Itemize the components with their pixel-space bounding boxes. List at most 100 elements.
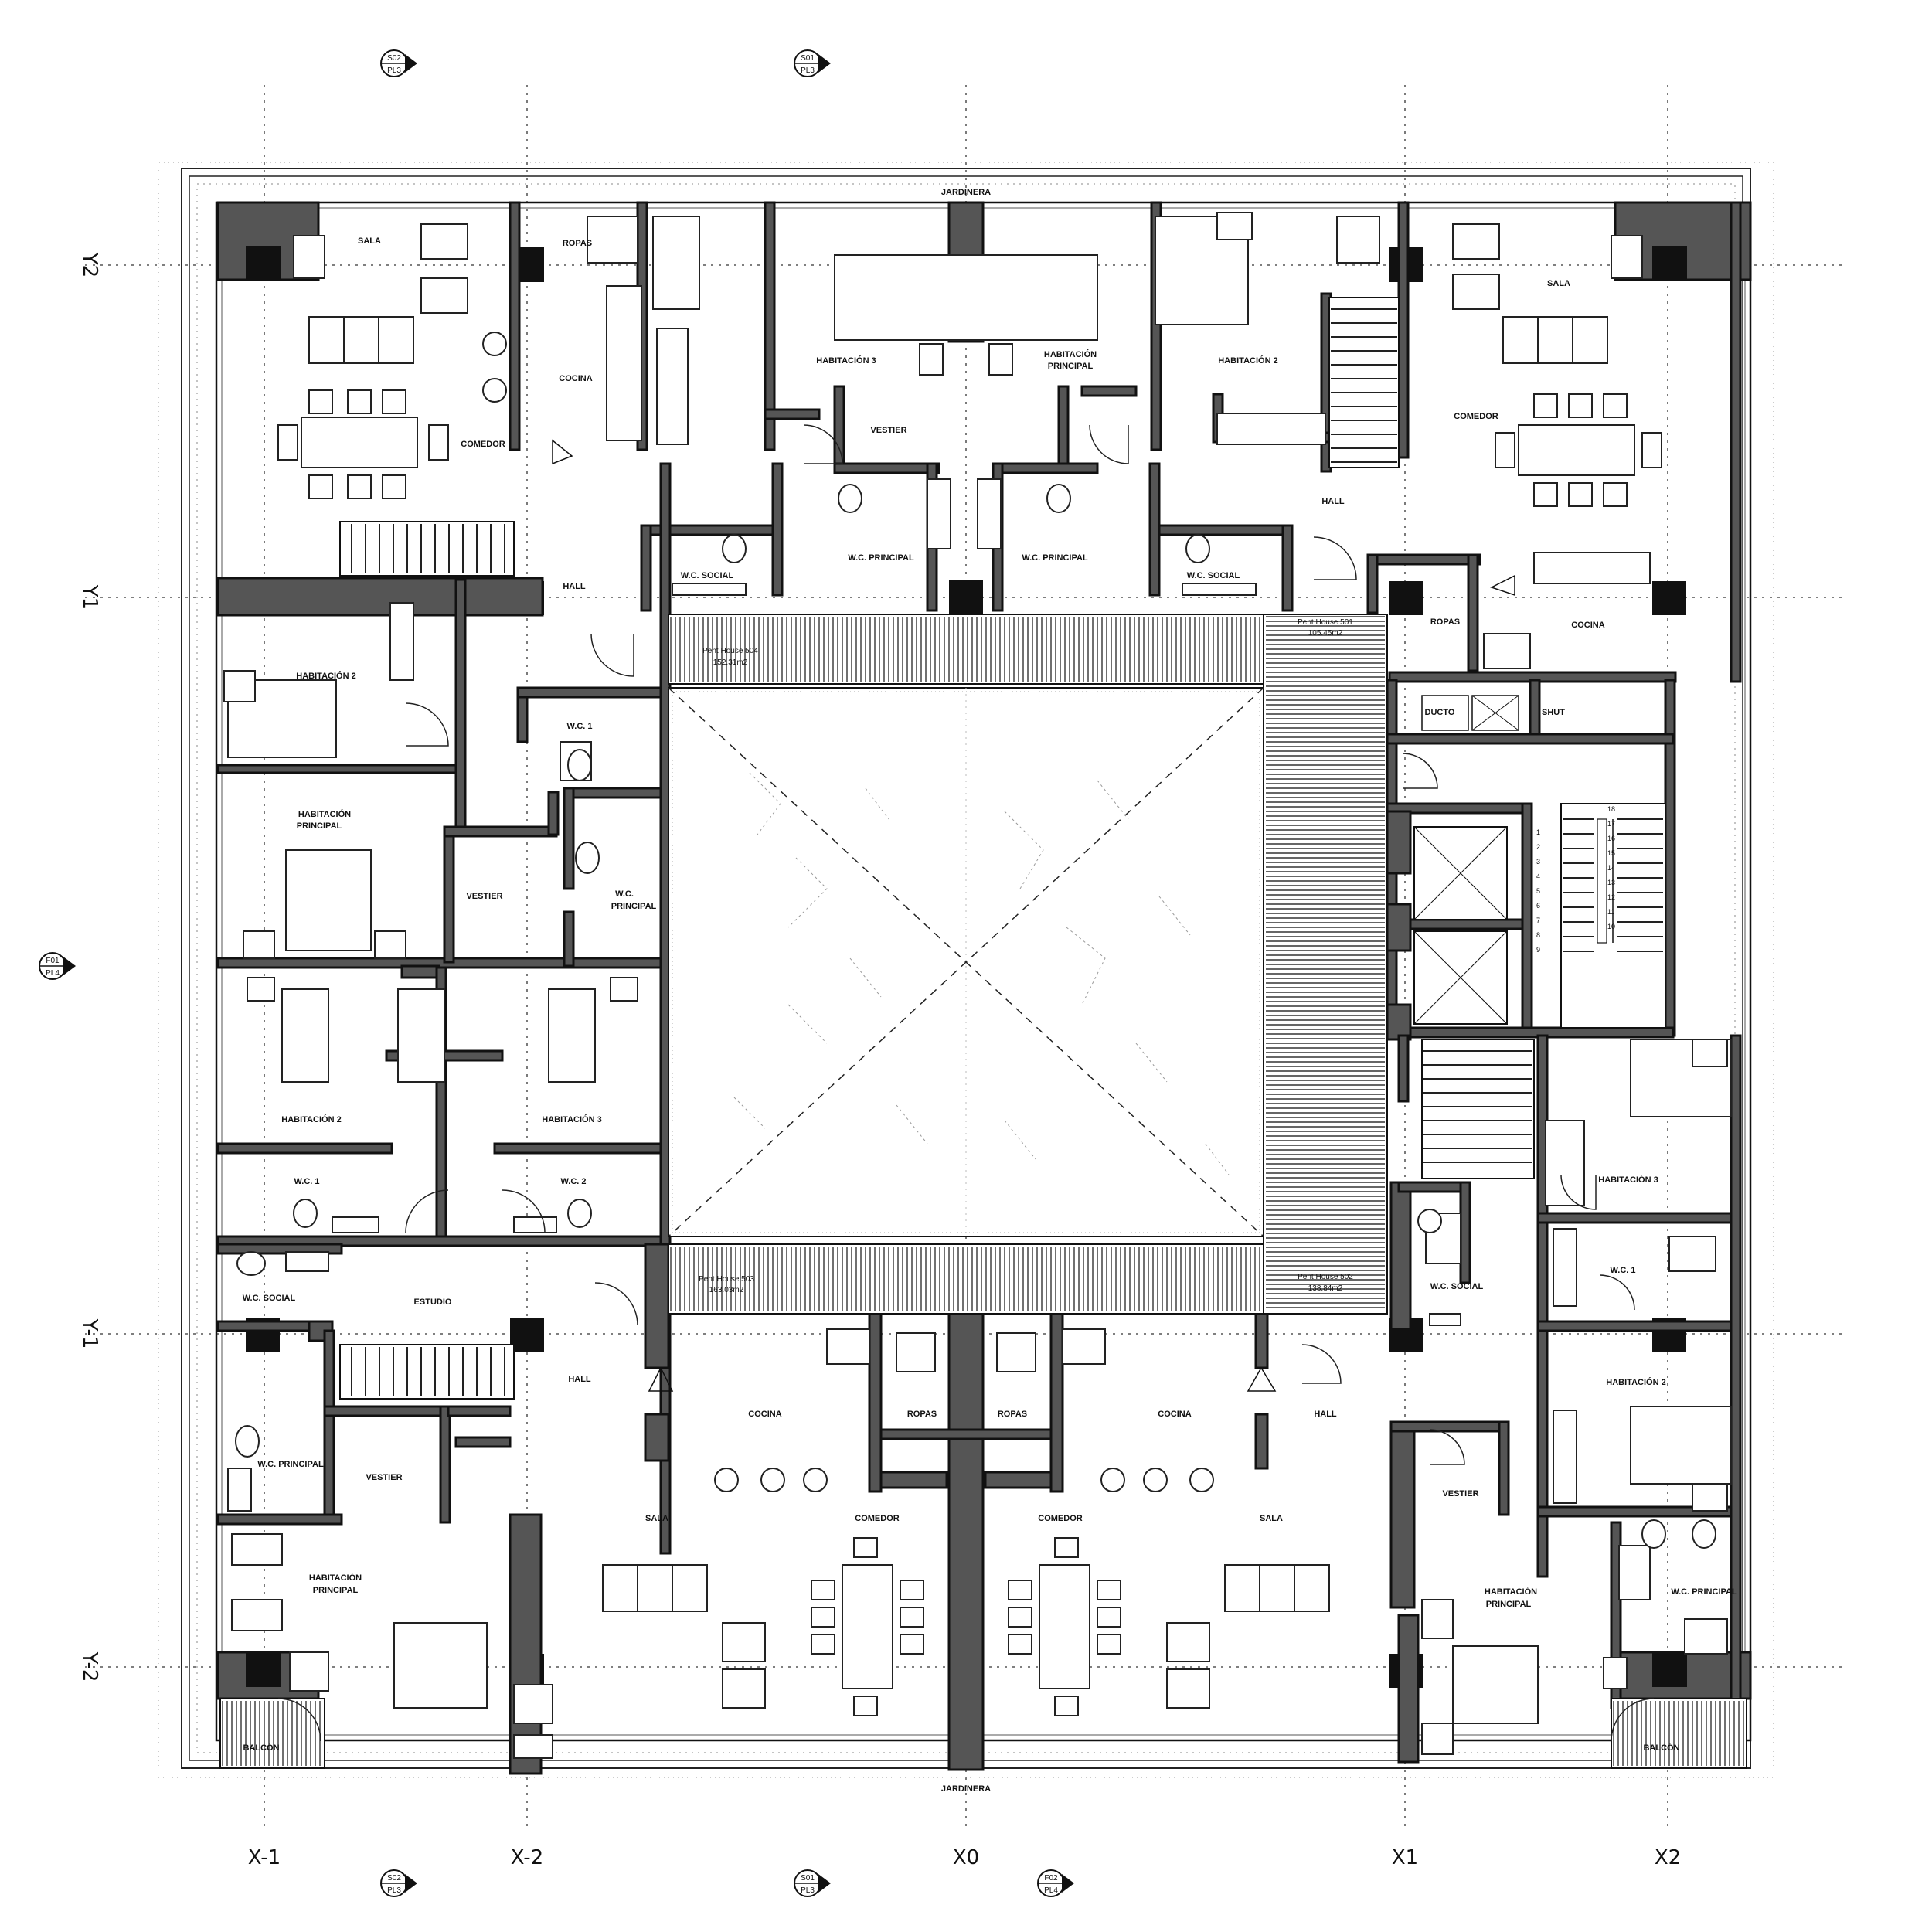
ducto-shaft (1421, 695, 1519, 731)
penthouse-501-name: Pent House 501 (1298, 618, 1353, 627)
elevator-2 (1413, 930, 1508, 1025)
planter-label-top: JARDINERA (941, 188, 991, 197)
stair-main (1560, 803, 1666, 1029)
room-label: BALCÓN (243, 1743, 279, 1753)
svg-text:16: 16 (1607, 835, 1615, 842)
svg-text:PL3: PL3 (801, 1886, 815, 1895)
room-label: VESTIER (870, 426, 906, 435)
room-label: PRINCIPAL (313, 1586, 359, 1595)
penthouse-502-area: 138.84m2 (1308, 1284, 1343, 1293)
room-label: ESTUDIO (414, 1298, 452, 1307)
penthouse-502-name: Pent House 502 (1298, 1273, 1353, 1281)
svg-text:F01: F01 (46, 957, 60, 965)
svg-text:PL4: PL4 (1044, 1886, 1058, 1895)
grid-label-x1: X1 (1392, 1846, 1418, 1869)
room-label: HABITACIÓN (1485, 1587, 1537, 1597)
svg-text:3: 3 (1536, 858, 1540, 866)
grid-label-x-1: X-1 (248, 1846, 281, 1869)
svg-text:1: 1 (1536, 828, 1540, 836)
room-label: HALL (563, 582, 586, 591)
svg-text:4: 4 (1536, 872, 1540, 880)
room-label: W.C. 1 (1610, 1266, 1635, 1275)
room-label: ROPAS (563, 239, 592, 248)
room-label: W.C. SOCIAL (243, 1294, 296, 1303)
balcony-sw (219, 1698, 325, 1769)
room-label: PRINCIPAL (611, 902, 657, 911)
balcony-se (1611, 1698, 1747, 1769)
stair-steps-right: 18 17 16 15 14 13 12 11 10 (1607, 805, 1615, 930)
room-label: COCINA (559, 374, 592, 383)
room-label: W.C. SOCIAL (1187, 571, 1240, 580)
room-label: ROPAS (907, 1410, 937, 1419)
section-marker-bottom-1[interactable]: S02 PL3 (380, 1869, 417, 1897)
svg-text:12: 12 (1607, 893, 1615, 901)
room-label: W.C. 1 (294, 1177, 319, 1186)
room-label: HABITACIÓN 2 (281, 1114, 341, 1124)
penthouse-504-area: 152.31m2 (713, 658, 748, 667)
room-label: W.C. (615, 889, 634, 899)
svg-text:PL3: PL3 (801, 66, 815, 75)
room-label: HABITACIÓN 3 (542, 1114, 601, 1124)
room-label: HABITACIÓN 2 (1606, 1377, 1665, 1387)
room-label: COMEDOR (461, 440, 505, 449)
grid-label-y1: Y1 (78, 584, 101, 610)
room-label: PRINCIPAL (297, 821, 342, 831)
grid-label-y-2: Y-2 (78, 1651, 101, 1682)
room-label: COMEDOR (1038, 1514, 1083, 1523)
svg-text:S02: S02 (387, 1874, 401, 1883)
door-swings (277, 424, 1655, 1742)
room-label: VESTIER (366, 1473, 402, 1482)
room-label: SALA (1260, 1514, 1283, 1523)
svg-text:9: 9 (1536, 946, 1540, 954)
room-label: W.C. SOCIAL (681, 571, 734, 580)
room-label: PRINCIPAL (1486, 1600, 1532, 1609)
room-label: BALCÓN (1643, 1743, 1679, 1753)
room-label: ROPAS (998, 1410, 1027, 1419)
svg-text:6: 6 (1536, 902, 1540, 910)
corner-pier-se (1614, 1651, 1752, 1700)
room-label: COCINA (1158, 1410, 1191, 1419)
grid-label-x2: X2 (1655, 1846, 1681, 1869)
svg-text:S01: S01 (801, 1874, 815, 1883)
room-label: HABITACIÓN 3 (816, 355, 876, 366)
section-marker-bottom-2[interactable]: S01 PL3 (794, 1869, 831, 1897)
penthouse-504-name: Pent House 504 (702, 647, 758, 655)
room-label: W.C. PRINCIPAL (1022, 553, 1088, 563)
stair-ne-units (1328, 297, 1400, 468)
svg-text:17: 17 (1607, 820, 1615, 828)
svg-text:S02: S02 (387, 54, 401, 63)
interior-walls (216, 201, 1742, 1775)
penthouse-503-area: 163.03m2 (709, 1286, 744, 1294)
svg-text:S01: S01 (801, 54, 815, 63)
section-marker-left[interactable]: F01 PL4 (39, 952, 76, 980)
central-courtyard (668, 687, 1264, 1237)
stair-se-units (1421, 1039, 1535, 1179)
section-marker-bottom-3[interactable]: F02 PL4 (1037, 1869, 1074, 1897)
room-label: SALA (358, 236, 381, 246)
room-label: COMEDOR (855, 1514, 900, 1523)
svg-text:10: 10 (1607, 923, 1615, 930)
penthouse-labels: Pent House 504 152.31m2 Pent House 501 1… (699, 618, 1353, 1294)
penthouse-503-name: Pent House 503 (699, 1275, 754, 1284)
room-label: HABITACIÓN (309, 1573, 362, 1583)
room-label: ROPAS (1430, 617, 1460, 627)
corridor-deck-east (1263, 614, 1388, 1315)
corridor-deck-south (668, 1243, 1264, 1315)
room-label: COCINA (1571, 621, 1604, 630)
section-marker-top-right[interactable]: S01 PL3 (794, 49, 831, 77)
svg-text:5: 5 (1536, 887, 1540, 895)
svg-text:14: 14 (1607, 864, 1615, 872)
room-label: HALL (1321, 497, 1345, 506)
room-label: SALA (1547, 279, 1570, 288)
svg-text:13: 13 (1607, 879, 1615, 886)
stair-nw-units (339, 521, 515, 577)
svg-text:11: 11 (1607, 908, 1614, 916)
section-marker-top-left[interactable]: S02 PL3 (380, 49, 417, 77)
room-label: HABITACIÓN (298, 809, 351, 819)
svg-text:18: 18 (1607, 805, 1615, 813)
room-label: PRINCIPAL (1048, 362, 1094, 371)
room-label: W.C. 1 (566, 722, 592, 731)
svg-text:F02: F02 (1044, 1874, 1058, 1883)
grid-labels: X-1 X-2 X0 X1 X2 Y2 Y1 Y-1 Y-2 (78, 252, 1681, 1869)
